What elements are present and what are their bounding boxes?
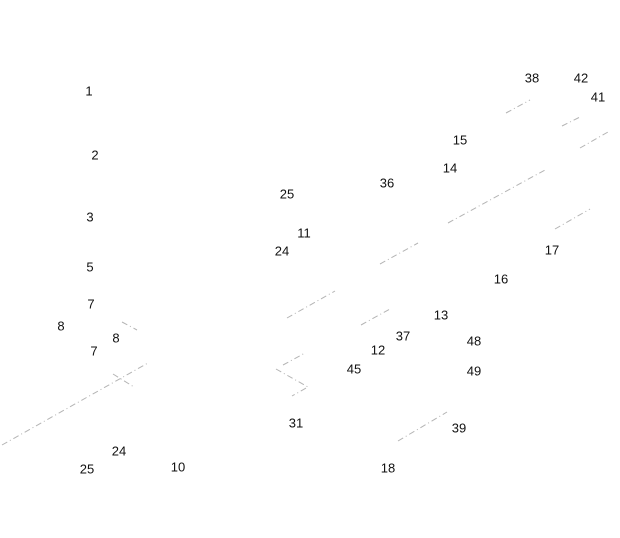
reference-numeral: 17: [544, 242, 560, 258]
reference-numeral: 24: [111, 443, 127, 459]
reference-numeral: 1: [85, 83, 93, 99]
leader-line: [579, 131, 609, 149]
reference-numeral: 13: [433, 307, 449, 323]
leader-line: [505, 99, 531, 114]
leader-line: [360, 308, 391, 326]
leader-line: [397, 411, 448, 442]
leader-line: [561, 116, 581, 127]
reference-numeral: 45: [346, 361, 362, 377]
reference-numeral: 25: [79, 461, 95, 477]
reference-numeral: 24: [274, 243, 290, 259]
reference-numeral: 41: [590, 89, 606, 105]
leader-line: [1, 362, 149, 446]
reference-numeral: 5: [86, 259, 94, 275]
reference-numeral: 14: [442, 160, 458, 176]
reference-numeral: 31: [288, 415, 304, 431]
leader-line: [286, 290, 336, 319]
reference-numeral: 36: [379, 175, 395, 191]
chevron-line: [275, 368, 310, 397]
leader-line: [447, 169, 546, 224]
leader-line: [282, 352, 306, 366]
leader-line: [379, 242, 419, 265]
reference-numeral: 25: [279, 186, 295, 202]
reference-numeral: 8: [57, 318, 65, 334]
reference-numeral: 18: [380, 460, 396, 476]
reference-numeral: 48: [466, 333, 482, 349]
reference-numeral: 12: [370, 342, 386, 358]
reference-numeral: 39: [451, 420, 467, 436]
reference-numeral: 37: [395, 328, 411, 344]
reference-numeral: 7: [90, 343, 98, 359]
reference-numeral: 42: [573, 70, 589, 86]
reference-numeral: 2: [91, 147, 99, 163]
reference-numeral: 3: [86, 209, 94, 225]
leader-line: [112, 373, 135, 388]
leader-line: [554, 208, 591, 230]
reference-numeral: 38: [524, 70, 540, 86]
reference-numeral: 16: [493, 271, 509, 287]
leader-line: [121, 321, 138, 331]
reference-numeral: 49: [466, 363, 482, 379]
reference-numeral: 7: [87, 296, 95, 312]
reference-numeral: 11: [297, 225, 311, 241]
reference-numeral: 8: [112, 330, 120, 346]
reference-numeral: 15: [452, 132, 468, 148]
reference-numeral: 10: [170, 459, 186, 475]
